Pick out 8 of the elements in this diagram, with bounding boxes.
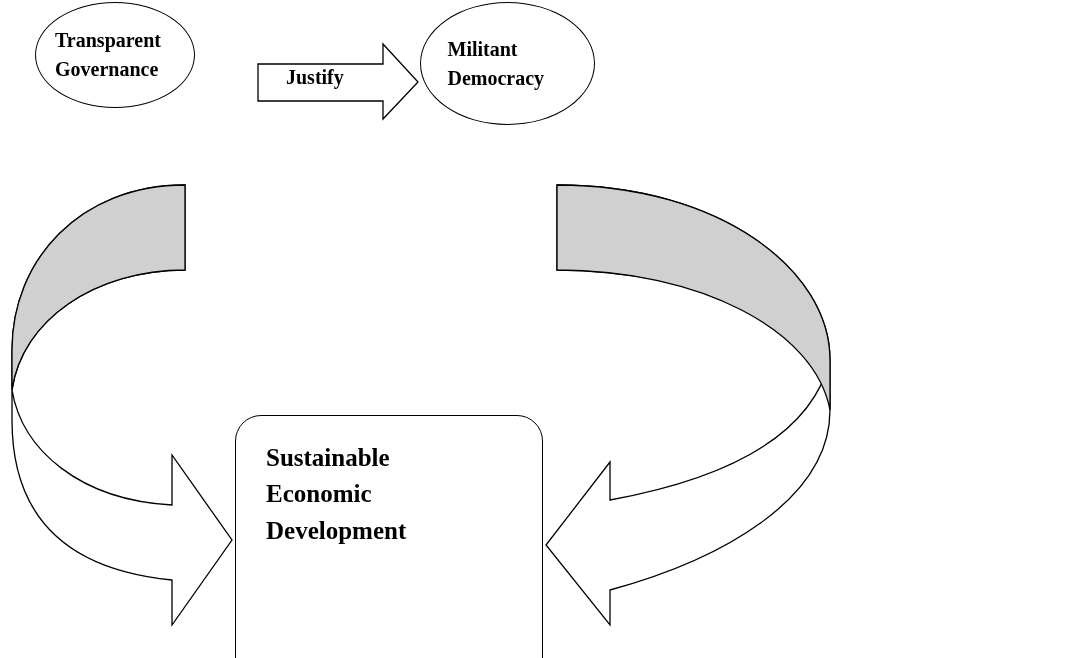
block-arrow (545, 184, 831, 626)
block-arrow (11, 184, 233, 626)
block-arrow (257, 42, 419, 121)
edge-label: Justify (286, 66, 344, 89)
node-label: Militant Democracy (447, 36, 546, 92)
rounded-box (235, 415, 543, 658)
node-label: Transparent Governance (55, 28, 162, 82)
node-label: Sustainable Economic Development (266, 443, 408, 546)
